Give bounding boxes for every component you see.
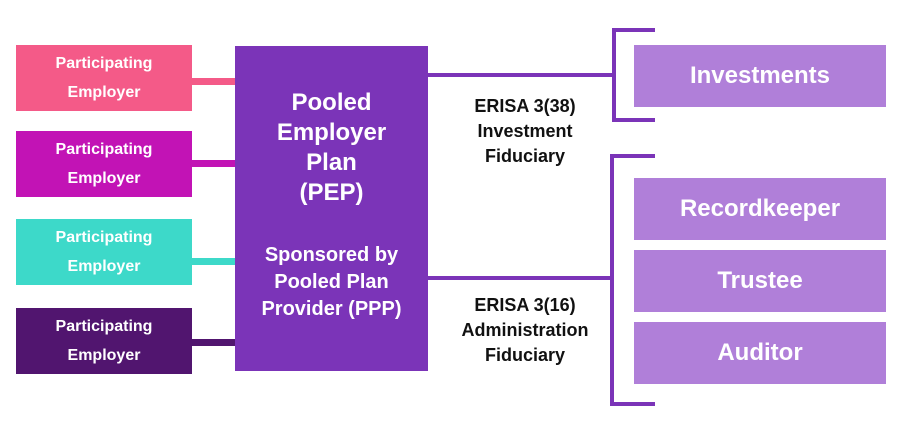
- auditor-label: Auditor: [717, 339, 803, 366]
- trustee-label: Trustee: [717, 267, 803, 294]
- investment-fiduciary-line1: ERISA 3(38): [474, 96, 576, 116]
- pep-sponsor-line1: Sponsored by: [264, 244, 399, 266]
- employer-2-line1: Participating: [55, 141, 153, 158]
- investment-fiduciary-line2: Investment: [477, 121, 573, 141]
- investment-fiduciary-label: ERISA 3(38) Investment Fiduciary: [445, 94, 605, 169]
- employer-4-connector: [192, 339, 235, 346]
- participating-employer-1: Participating Employer: [16, 45, 192, 111]
- pep-title-line1: Pooled: [291, 89, 372, 116]
- auditor-box: Auditor: [634, 322, 886, 384]
- employer-3-line2: Employer: [67, 258, 141, 275]
- recordkeeper-label: Recordkeeper: [679, 195, 841, 222]
- employer-3-connector: [192, 258, 235, 265]
- pep-sponsor-line2: Pooled Plan: [274, 271, 389, 293]
- employer-2-line2: Employer: [67, 170, 141, 187]
- recordkeeper-box: Recordkeeper: [634, 178, 886, 240]
- employer-2-connector: [192, 160, 235, 167]
- participating-employer-4: Participating Employer: [16, 308, 192, 374]
- pep-title: Pooled Employer Plan (PEP): [277, 88, 386, 208]
- administration-fiduciary-label: ERISA 3(16) Administration Fiduciary: [445, 293, 605, 368]
- trustee-box: Trustee: [634, 250, 886, 312]
- administration-fiduciary-line2: Administration: [461, 320, 589, 340]
- participating-employer-3: Participating Employer: [16, 219, 192, 285]
- administration-fiduciary-line3: Fiduciary: [484, 345, 566, 365]
- investment-fiduciary-line3: Fiduciary: [484, 146, 566, 166]
- employer-1-line2: Employer: [67, 84, 141, 101]
- employer-4-line2: Employer: [67, 347, 141, 364]
- employer-1-connector: [192, 78, 235, 85]
- employer-4-line1: Participating: [55, 318, 153, 335]
- participating-employer-2: Participating Employer: [16, 131, 192, 197]
- employer-3-line1: Participating: [55, 229, 153, 246]
- administration-bracket: [610, 154, 655, 406]
- pep-title-line4: (PEP): [299, 179, 364, 206]
- pep-sponsor: Sponsored by Pooled Plan Provider (PPP): [261, 242, 401, 323]
- pep-sponsor-line3: Provider (PPP): [261, 298, 402, 320]
- administration-fiduciary-line1: ERISA 3(16): [474, 295, 576, 315]
- employer-1-line1: Participating: [55, 55, 153, 72]
- pep-box: Pooled Employer Plan (PEP) Sponsored by …: [235, 46, 428, 371]
- investment-bracket: [612, 28, 655, 122]
- investments-box: Investments: [634, 45, 886, 107]
- pep-title-line3: Plan: [306, 149, 357, 176]
- investments-label: Investments: [689, 62, 831, 89]
- pep-title-line2: Employer: [276, 119, 387, 146]
